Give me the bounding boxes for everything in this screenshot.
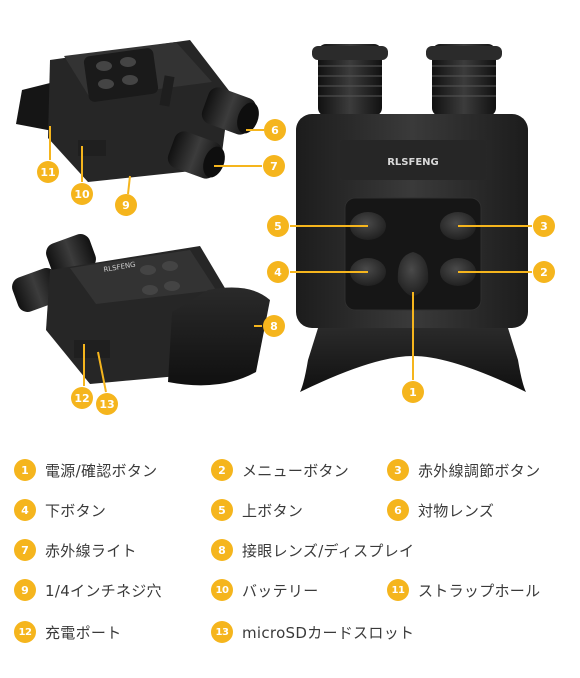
legend-label: 1/4インチネジ穴 [45, 581, 162, 600]
product-diagram: RLSFENG [12, 40, 555, 415]
legend-label: microSDカードスロット [242, 623, 415, 642]
callout-2: 2 [533, 261, 555, 283]
legend-label: 下ボタン [45, 501, 107, 520]
svg-text:4: 4 [274, 266, 282, 279]
legend-badge: 12 [14, 621, 36, 643]
legend-label: ストラップホール [418, 581, 541, 600]
svg-text:2: 2 [540, 266, 548, 279]
legend-item-5: 5 上ボタン [211, 496, 303, 524]
callout-8: 8 [263, 315, 285, 337]
callout-7: 7 [263, 155, 285, 177]
callout-1: 1 [402, 381, 424, 403]
legend-badge: 3 [387, 459, 409, 481]
legend-item-7: 7 赤外線ライト [14, 536, 137, 564]
eyecup [300, 328, 526, 392]
objective-lens-left [312, 44, 388, 116]
callout-10: 10 [71, 183, 93, 205]
binocular-side-view-bottom: RLSFENG [12, 234, 270, 386]
legend-label: 接眼レンズ/ディスプレイ [242, 541, 415, 560]
legend-badge: 11 [387, 579, 409, 601]
legend-badge: 8 [211, 539, 233, 561]
callout-4: 4 [267, 261, 289, 283]
svg-text:8: 8 [270, 320, 278, 333]
legend-item-13: 13 microSDカードスロット [211, 618, 414, 646]
legend-label: メニューボタン [242, 461, 350, 480]
legend-item-3: 3 赤外線調節ボタン [387, 456, 540, 484]
callout-9: 9 [115, 194, 137, 216]
legend-badge: 2 [211, 459, 233, 481]
legend-badge: 6 [387, 499, 409, 521]
legend-item-6: 6 対物レンズ [387, 496, 494, 524]
callout-6: 6 [264, 119, 286, 141]
svg-text:5: 5 [274, 220, 282, 233]
svg-text:3: 3 [540, 220, 548, 233]
power-button[interactable] [397, 252, 429, 296]
legend-label: 対物レンズ [418, 501, 495, 520]
legend-item-10: 10 バッテリー [211, 576, 319, 604]
legend-item-9: 9 1/4インチネジ穴 [14, 576, 162, 604]
legend-badge: 1 [14, 459, 36, 481]
callout-5: 5 [267, 215, 289, 237]
callout-11: 11 [37, 161, 59, 183]
svg-text:7: 7 [270, 160, 278, 173]
callout-3: 3 [533, 215, 555, 237]
objective-lens-right [426, 44, 502, 116]
legend-badge: 10 [211, 579, 233, 601]
legend-label: 赤外線ライト [45, 541, 137, 560]
svg-text:6: 6 [271, 124, 279, 137]
legend-badge: 13 [211, 621, 233, 643]
legend: 1 電源/確認ボタン 2 メニューボタン 3 赤外線調節ボタン 4 下ボタン 5… [0, 450, 580, 678]
legend-label: 電源/確認ボタン [45, 461, 158, 480]
brand-label: RLSFENG [387, 157, 439, 168]
svg-text:12: 12 [74, 392, 89, 405]
legend-badge: 7 [14, 539, 36, 561]
legend-item-8: 8 接眼レンズ/ディスプレイ [211, 536, 414, 564]
legend-item-12: 12 充電ポート [14, 618, 122, 646]
legend-badge: 9 [14, 579, 36, 601]
legend-label: 上ボタン [242, 501, 304, 520]
objective-lens-lower [167, 131, 225, 179]
legend-badge: 5 [211, 499, 233, 521]
objective-lens-upper [201, 87, 259, 135]
legend-item-2: 2 メニューボタン [211, 456, 349, 484]
legend-label: 赤外線調節ボタン [418, 461, 541, 480]
legend-item-11: 11 ストラップホール [387, 576, 540, 604]
callout-12: 12 [71, 387, 93, 409]
binocular-side-view-top [16, 40, 259, 182]
callout-13: 13 [96, 393, 118, 415]
svg-text:10: 10 [74, 188, 90, 201]
legend-label: バッテリー [242, 581, 319, 600]
svg-text:13: 13 [99, 398, 114, 411]
svg-text:11: 11 [40, 166, 55, 179]
legend-item-4: 4 下ボタン [14, 496, 106, 524]
legend-item-1: 1 電源/確認ボタン [14, 456, 157, 484]
svg-text:1: 1 [409, 386, 417, 399]
binocular-front-view: RLSFENG [296, 44, 528, 392]
legend-label: 充電ポート [45, 623, 122, 642]
leader-lines [49, 126, 532, 393]
svg-text:9: 9 [122, 199, 130, 212]
legend-badge: 4 [14, 499, 36, 521]
eyecup-side [168, 287, 270, 386]
